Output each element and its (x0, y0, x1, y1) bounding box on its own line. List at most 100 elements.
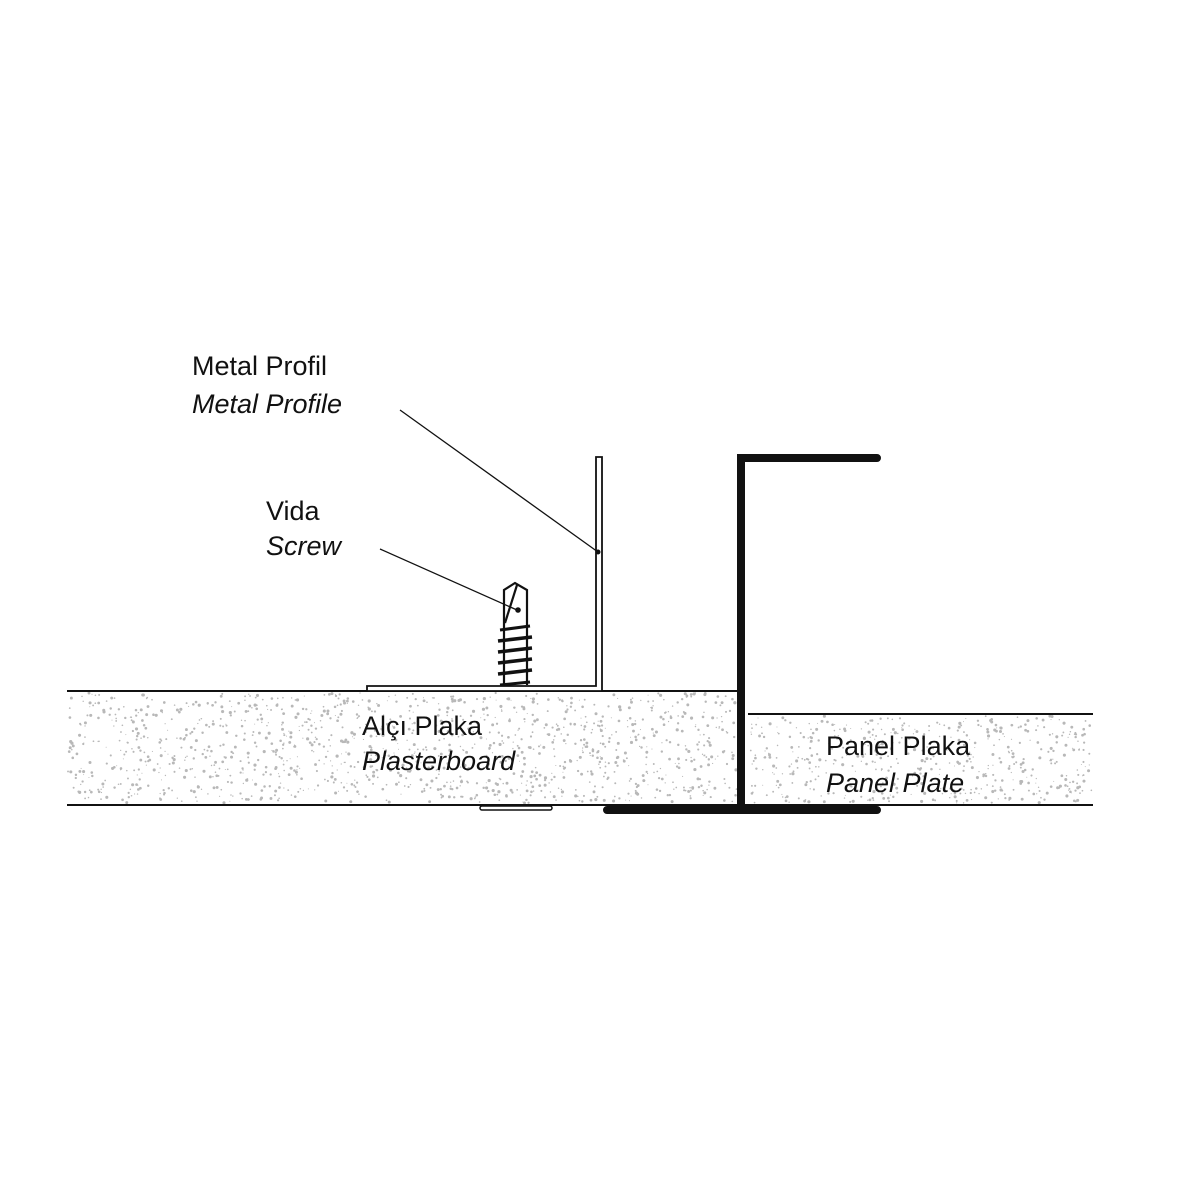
speckle (708, 737, 711, 740)
speckle (159, 792, 161, 795)
speckle (802, 735, 806, 739)
speckle (563, 726, 565, 729)
speckle (125, 801, 129, 805)
speckle (219, 717, 222, 720)
speckle (972, 756, 974, 758)
speckle (557, 727, 561, 731)
speckle (1053, 780, 1055, 782)
speckle (652, 732, 654, 734)
speckle (953, 791, 957, 795)
speckle (669, 715, 672, 718)
speckle (816, 753, 819, 756)
speckle (276, 697, 279, 700)
speckle (920, 799, 924, 803)
speckle (986, 734, 989, 737)
speckle (1077, 773, 1080, 776)
speckle (791, 782, 794, 784)
speckle (1035, 717, 1038, 720)
speckle (69, 770, 73, 774)
speckle (367, 707, 371, 711)
speckle (591, 754, 594, 757)
speckle (604, 771, 607, 774)
speckle (965, 734, 969, 737)
speckle (357, 704, 360, 706)
speckle (147, 737, 149, 739)
speckle (131, 783, 135, 787)
speckle (314, 763, 317, 766)
speckle (113, 786, 116, 789)
speckle (702, 794, 704, 796)
label-panel-plate: Panel Plate (826, 768, 964, 798)
speckle (443, 784, 446, 788)
speckle (731, 800, 734, 803)
speckle (630, 700, 633, 704)
speckle (183, 775, 187, 779)
speckle (569, 759, 573, 763)
speckle (842, 746, 845, 749)
speckle (831, 723, 834, 727)
speckle (732, 721, 736, 725)
speckle (751, 727, 753, 730)
speckle (956, 802, 958, 804)
speckle (466, 768, 470, 772)
speckle (110, 696, 114, 700)
speckle (449, 785, 452, 787)
speckle (1087, 769, 1091, 773)
label-vida: Vida (266, 496, 321, 526)
speckle (889, 794, 891, 796)
speckle (601, 742, 605, 746)
speckle (424, 746, 427, 749)
speckle (617, 697, 619, 700)
speckle (1049, 760, 1051, 762)
speckle (1004, 797, 1007, 800)
speckle (78, 770, 82, 773)
speckle (574, 709, 577, 712)
speckle (122, 758, 124, 760)
speckle (762, 735, 766, 739)
speckle (708, 780, 711, 783)
speckle (458, 698, 463, 702)
speckle (970, 788, 972, 791)
speckle (553, 755, 556, 758)
speckle (127, 791, 130, 794)
speckle (812, 788, 815, 791)
speckle (446, 714, 449, 717)
speckle (1070, 792, 1072, 794)
speckle (430, 779, 434, 783)
speckle (652, 700, 654, 702)
speckle (459, 766, 462, 768)
speckle (334, 714, 336, 717)
speckle (865, 762, 868, 766)
speckle (430, 765, 434, 769)
speckle (484, 755, 486, 758)
speckle (185, 702, 188, 705)
speckle (426, 701, 428, 704)
speckle (438, 739, 441, 742)
speckle (266, 724, 268, 727)
speckle (923, 779, 926, 783)
speckle (91, 774, 94, 778)
speckle (538, 784, 542, 788)
speckle (220, 705, 224, 709)
speckle (346, 697, 350, 700)
speckle (864, 721, 867, 724)
speckle (689, 787, 691, 789)
speckle (602, 775, 605, 778)
speckle (510, 699, 512, 701)
speckle (415, 760, 419, 764)
speckle (901, 728, 904, 732)
speckle (631, 697, 634, 699)
speckle (820, 719, 824, 723)
speckle (580, 772, 584, 776)
speckle (139, 758, 143, 762)
speckle (675, 786, 678, 789)
speckle (134, 793, 136, 795)
speckle (405, 767, 408, 769)
speckle (247, 710, 250, 713)
speckle (629, 740, 634, 745)
speckle (604, 745, 607, 748)
speckle (384, 754, 387, 757)
speckle (569, 705, 573, 708)
speckle (196, 785, 200, 788)
speckle (439, 719, 443, 723)
